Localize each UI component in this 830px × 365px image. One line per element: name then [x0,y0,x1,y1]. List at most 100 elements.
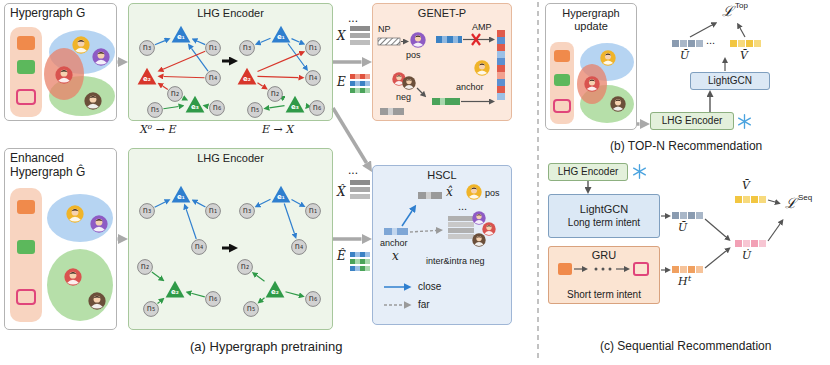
vertex-circle: n₃ [139,203,155,219]
topn-illustration [724,63,725,71]
connector-arrow [333,237,362,241]
sequential-illustration [751,240,758,247]
node-title: e₂ [237,67,257,84]
genet-illustration [410,32,425,47]
hyperedge-triangle: e₃ [185,95,205,113]
sequential-illustration [574,268,582,269]
node-title: e₃ [185,95,205,112]
embedding-vectors [360,81,365,86]
genet-illustration [453,36,458,43]
genet-illustration [461,101,489,102]
figure-label: x̂ [446,186,453,200]
module-box: LHG Encoder [650,112,734,130]
sequential-illustration [661,215,665,216]
genet-illustration [472,34,480,45]
topn-illustration [754,40,761,47]
embedding-vectors [360,88,365,93]
embedding-vectors [350,252,355,257]
figure-label: (a) Hypergraph pretraining [190,340,342,355]
connector-arrow [164,77,205,78]
sequential-illustration [661,269,665,270]
update-hypergraph-illustration [550,42,574,124]
vertex-circle-shape [248,103,263,118]
sequential-illustration [602,268,605,271]
figure-label: ℒ [722,3,734,19]
connector-arrow [637,122,640,126]
hscl-illustration [410,231,436,233]
genet-illustration [417,88,422,93]
box-fill [548,246,660,304]
figure-label: U̇ [742,250,751,263]
embedding-vectors [350,88,355,93]
vertex-circle: n₃ [239,40,255,56]
figure-label: pos [485,188,500,198]
embedding-vectors [360,74,365,79]
genet-illustration [436,36,462,43]
figure-label: neg [396,92,411,102]
panel-box: LHG Encodere₁n₃n₁n₄e₂n₂n₅n₆e₁n₃n₁n₄e₂n₂n… [128,148,333,330]
vertex-circle-shape [140,41,155,56]
node-title: n₂ [167,86,183,102]
embedding-vectors [350,180,370,185]
hypergraph-illustration [17,90,35,104]
enhanced-hypergraph-illustration [47,249,113,321]
hscl-illustration [392,228,397,235]
hscl-illustration [426,192,431,199]
sequential-illustration [680,212,687,219]
hypergraph-illustration [84,92,101,109]
genet-illustration [497,72,505,79]
topn-illustration [688,40,695,47]
connector-arrow [269,106,284,108]
figure-label: X̂ [337,186,346,200]
hyperedge-triangle: e₃ [285,95,305,113]
genet-illustration [378,38,400,45]
node-title: e₂ [137,67,157,84]
figure-label: Ū [680,50,689,63]
box-fill [545,3,637,130]
node-title: LightGCN [708,75,752,87]
node-title: LightGCN [580,203,628,216]
genet-illustration [497,58,505,65]
vertex-circle: n₄ [291,239,307,255]
node-title: n₃ [139,40,155,56]
embedding-vectors [350,33,370,38]
hyperedge-triangle: e₂ [165,280,185,298]
node-title: n₄ [291,239,307,255]
connector-arrow [292,39,300,43]
hypergraph-illustration [55,66,72,83]
connector-arrow [286,292,299,296]
box-fill [4,148,117,330]
vertex-circle-shape [310,101,325,116]
hypergraph-illustration [92,48,109,65]
vertex-circle: n₅ [243,301,259,317]
connector-arrow [257,276,265,282]
box-fill [128,3,333,121]
node-title: n₄ [205,70,221,86]
node-title: e₂ [165,280,185,297]
hyperedge-triangle: e₁ [271,25,291,43]
connector-arrow [709,97,710,112]
node-title: n₂ [267,86,283,102]
vertex-circle: n₁ [305,40,321,56]
box-fill [4,3,117,121]
vertex-circle-shape [306,292,321,307]
vertex-circle: n₆ [309,100,325,116]
embedding-vectors [365,88,370,93]
genet-illustration [497,86,505,93]
figure-label: Ū [678,222,687,235]
figure-label: V̄ [742,180,750,193]
genet-illustration [497,79,505,86]
vertex-circle: n₆ [205,291,221,307]
vertex-circle-shape [144,302,159,317]
hscl-illustration [418,192,442,199]
figure-label: X⁰ → E [140,124,176,137]
vertex-circle: n₅ [147,102,163,118]
hscl-illustration [482,222,495,235]
node-title: n₆ [209,100,225,116]
connector-arrow [208,106,209,107]
hyperedge-triangle: e₁ [271,185,291,203]
node-title: Hypergraph update [551,7,631,32]
connector-arrow [292,200,301,205]
node-title: LHG Encoder [558,166,619,178]
vertex-circle: n₄ [305,70,321,86]
